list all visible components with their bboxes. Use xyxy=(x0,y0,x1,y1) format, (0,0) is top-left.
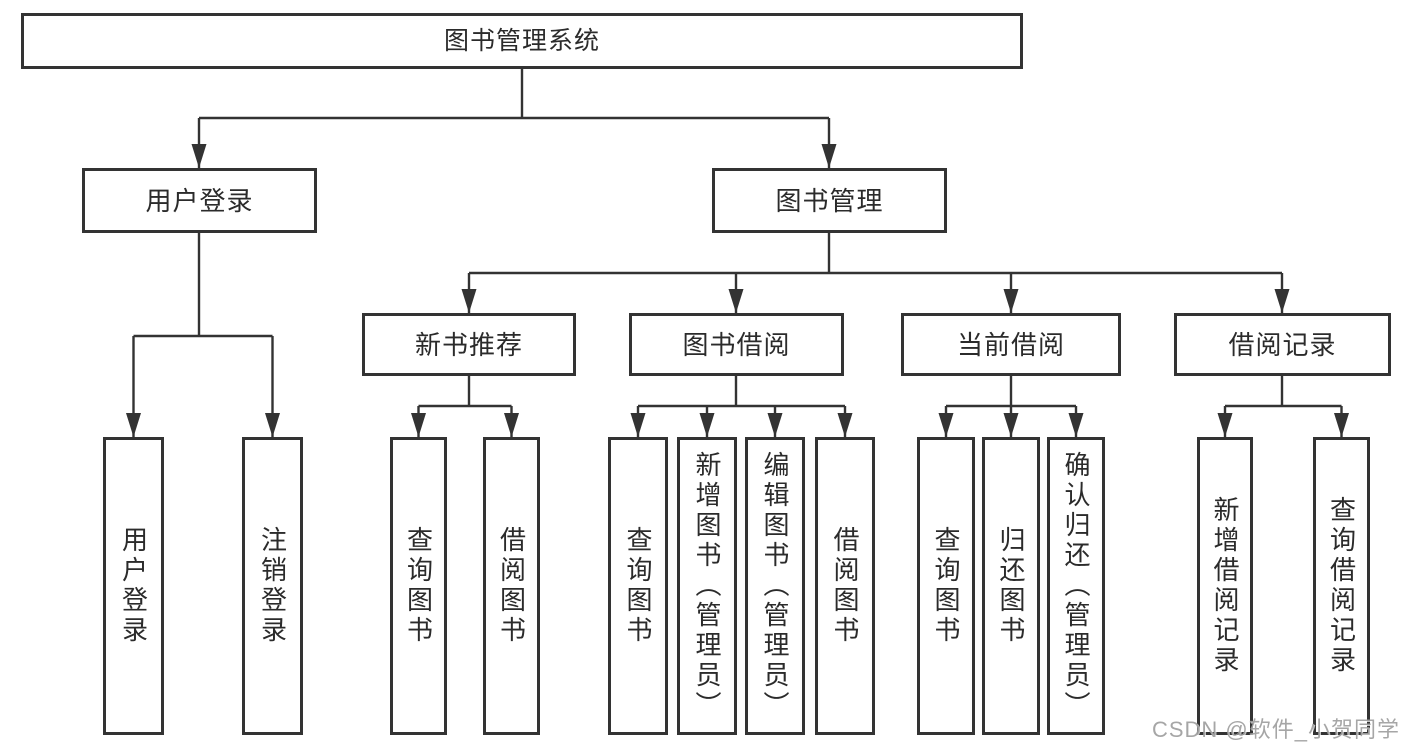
connector-book-management xyxy=(461,233,1290,313)
node-book-borrow-label: 图书借阅 xyxy=(682,329,791,360)
leaf-confirm-return-admin-label: 确认归还（管理员） xyxy=(1061,451,1091,721)
connector-borrow-record xyxy=(1217,376,1349,437)
leaf-query-books-recommend-label: 查询图书 xyxy=(403,526,434,646)
leaf-borrow-books-recommend: 借阅图书 xyxy=(483,437,540,735)
leaf-return-books-label: 归还图书 xyxy=(996,526,1026,646)
leaf-add-books-admin: 新增图书（管理员） xyxy=(677,437,737,735)
csdn-watermark: CSDN @软件_小贺同学 xyxy=(1151,717,1400,742)
connector-current-borrow xyxy=(938,376,1084,437)
node-book-borrow: 图书借阅 xyxy=(629,313,844,376)
leaf-logout-label: 注销登录 xyxy=(257,526,288,646)
leaf-query-books-borrow-label: 查询图书 xyxy=(623,526,653,646)
node-book-management-label: 图书管理 xyxy=(775,185,884,216)
node-user-login: 用户登录 xyxy=(82,168,317,233)
node-borrow-record-label: 借阅记录 xyxy=(1228,329,1337,360)
leaf-logout: 注销登录 xyxy=(242,437,303,735)
leaf-return-books: 归还图书 xyxy=(982,437,1040,735)
leaf-user-login-label: 用户登录 xyxy=(118,526,149,646)
leaf-query-books-current: 查询图书 xyxy=(917,437,975,735)
leaf-borrow-books-label: 借阅图书 xyxy=(830,526,860,646)
connector-root xyxy=(191,68,837,168)
connector-new-book-recommend xyxy=(411,376,519,437)
leaf-query-borrow-record: 查询借阅记录 xyxy=(1313,437,1370,735)
leaf-borrow-books: 借阅图书 xyxy=(815,437,875,735)
leaf-add-books-admin-label: 新增图书（管理员） xyxy=(692,451,722,721)
leaf-add-borrow-record: 新增借阅记录 xyxy=(1197,437,1253,735)
connector-user-login xyxy=(126,233,280,437)
node-root-label: 图书管理系统 xyxy=(443,26,600,55)
leaf-borrow-books-recommend-label: 借阅图书 xyxy=(496,526,527,646)
node-user-login-label: 用户登录 xyxy=(145,185,254,216)
leaf-confirm-return-admin: 确认归还（管理员） xyxy=(1047,437,1105,735)
leaf-query-books-borrow: 查询图书 xyxy=(608,437,668,735)
node-borrow-record: 借阅记录 xyxy=(1174,313,1391,376)
node-current-borrow: 当前借阅 xyxy=(901,313,1121,376)
node-new-book-recommend-label: 新书推荐 xyxy=(414,329,523,360)
leaf-query-borrow-record-label: 查询借阅记录 xyxy=(1326,496,1357,676)
leaf-add-borrow-record-label: 新增借阅记录 xyxy=(1210,496,1240,676)
leaf-query-books-current-label: 查询图书 xyxy=(931,526,961,646)
node-current-borrow-label: 当前借阅 xyxy=(956,329,1065,360)
leaf-edit-books-admin: 编辑图书（管理员） xyxy=(745,437,805,735)
leaf-user-login: 用户登录 xyxy=(103,437,164,735)
node-root: 图书管理系统 xyxy=(21,13,1023,69)
node-book-management: 图书管理 xyxy=(712,168,947,233)
node-new-book-recommend: 新书推荐 xyxy=(362,313,576,376)
leaf-edit-books-admin-label: 编辑图书（管理员） xyxy=(760,451,790,721)
connector-book-borrow xyxy=(630,376,853,437)
leaf-query-books-recommend: 查询图书 xyxy=(390,437,447,735)
